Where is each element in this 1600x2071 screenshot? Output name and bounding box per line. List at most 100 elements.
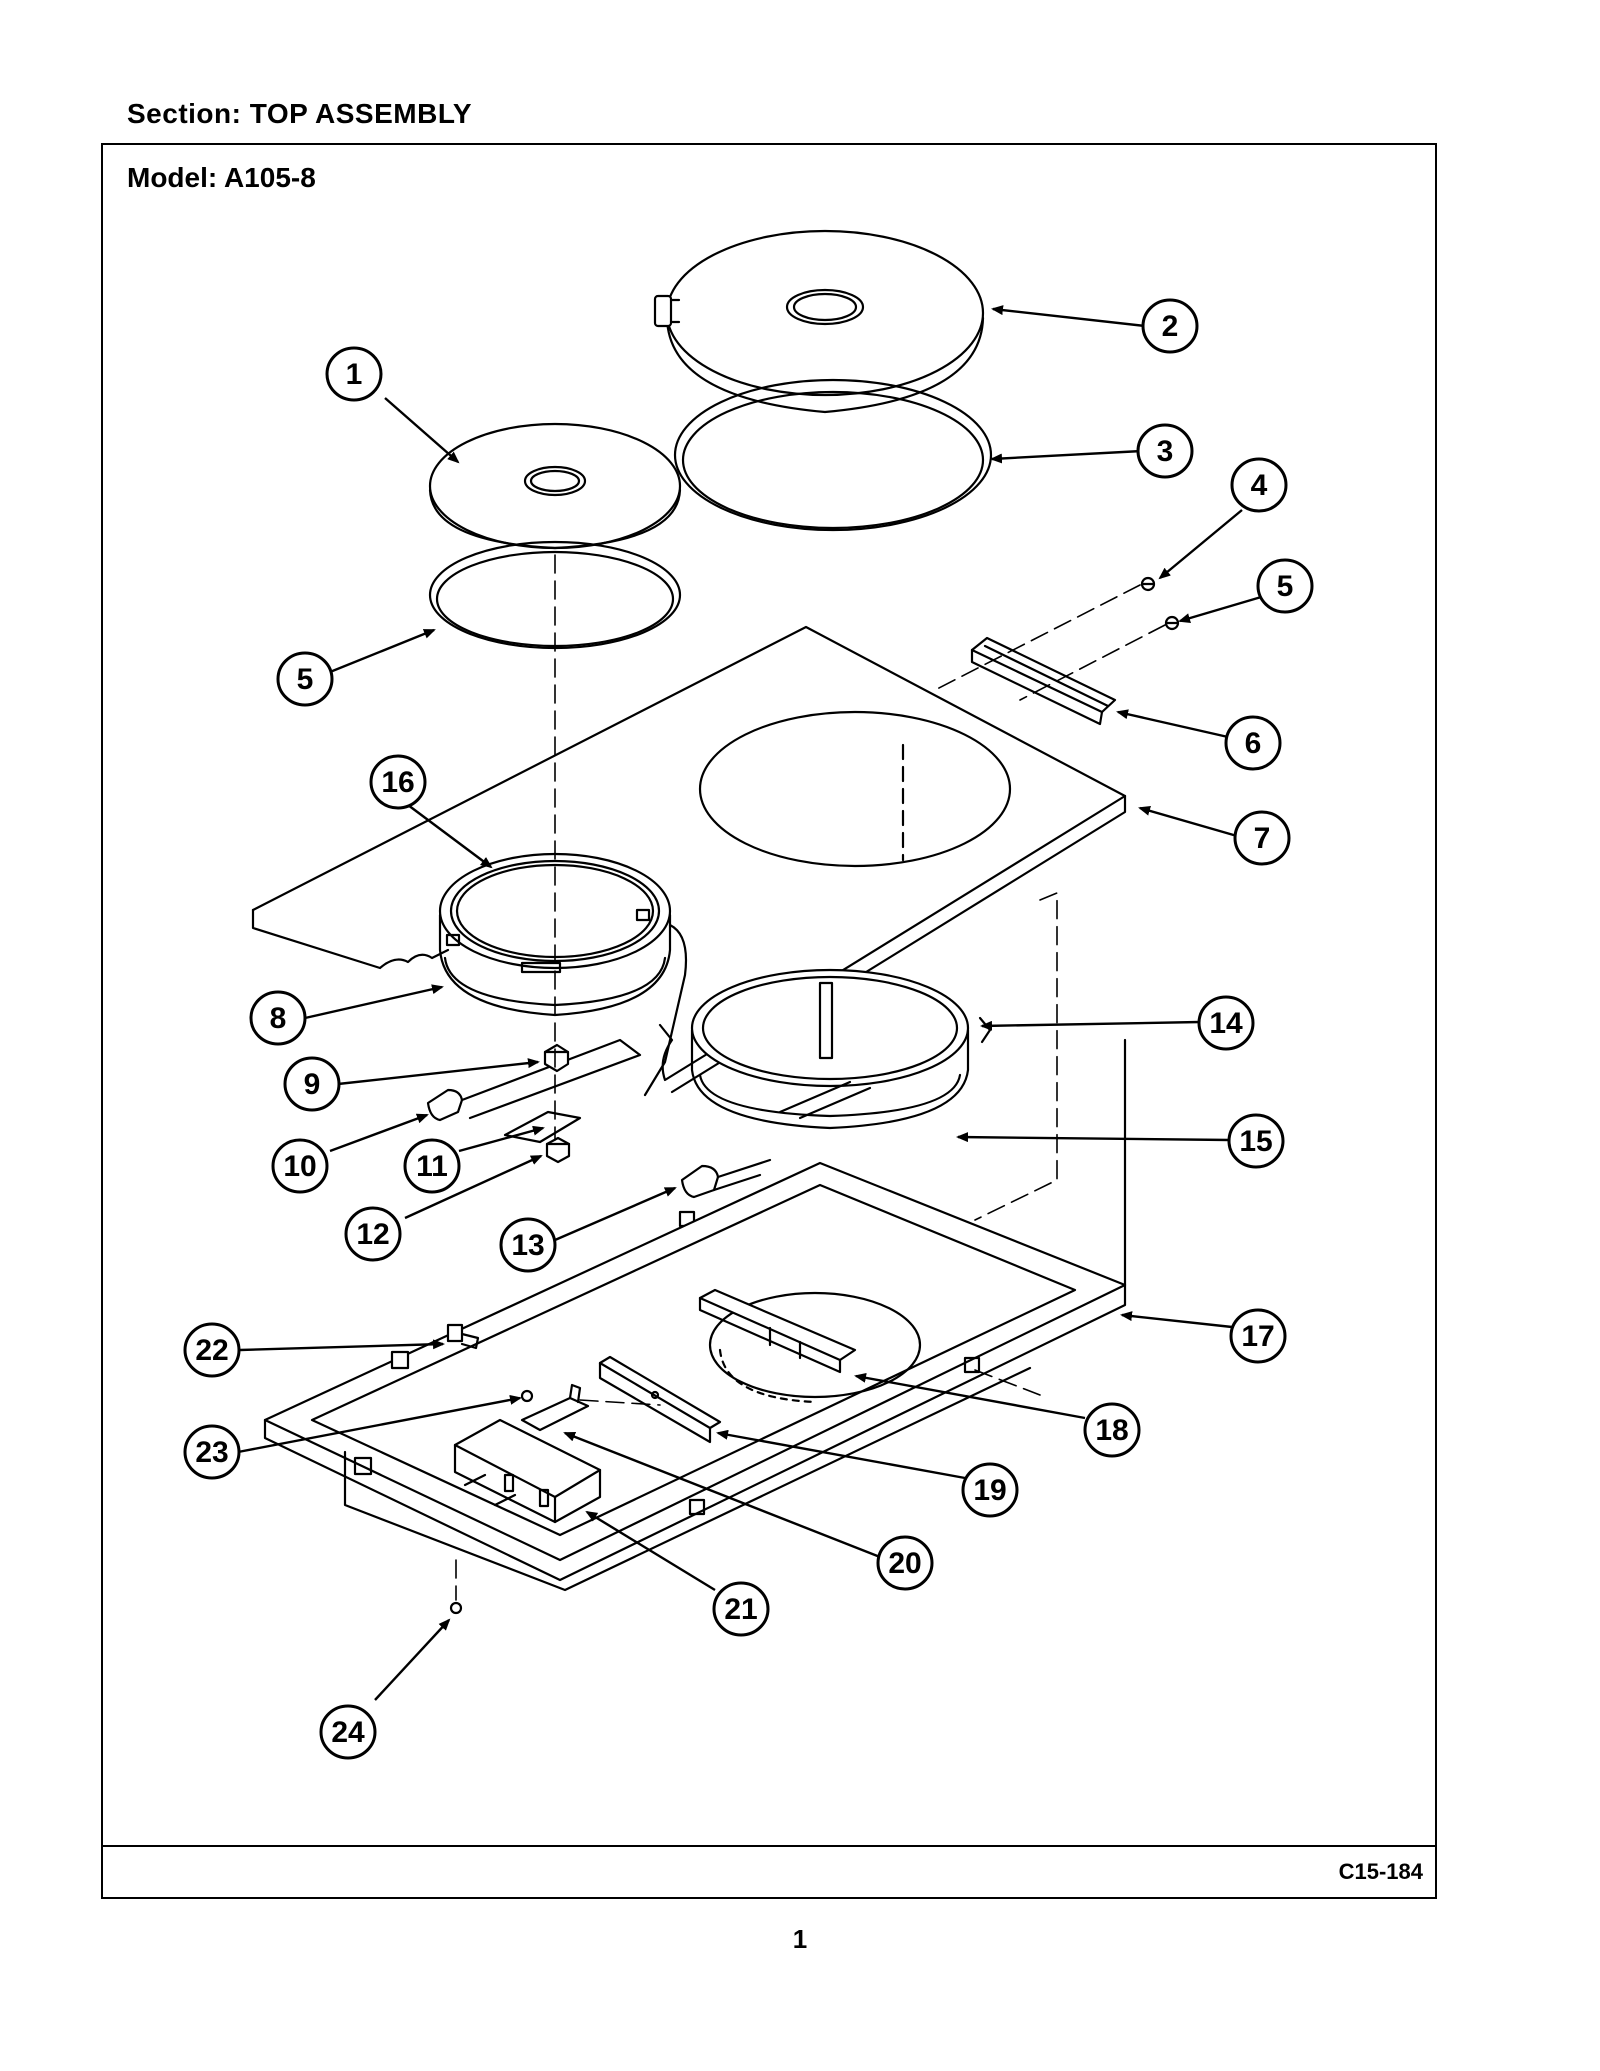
callout-number: 16 [381, 766, 414, 799]
heat-shield [598, 1355, 722, 1444]
callout-14: 14 [1197, 995, 1255, 1051]
nut-upper [543, 1043, 570, 1073]
callout-circle [1197, 995, 1255, 1051]
element-brace [698, 1288, 857, 1374]
clip-left [390, 1323, 480, 1370]
screw-rear [1164, 615, 1180, 631]
callout-circle [1136, 423, 1194, 479]
callout-7: 7 [1233, 810, 1291, 866]
callout-12: 12 [344, 1206, 402, 1262]
rear-trim-strip [970, 636, 1117, 726]
callout-8: 8 [249, 990, 307, 1046]
callout-circle [1229, 1308, 1287, 1364]
callout-22: 22 [183, 1322, 241, 1378]
drip-bowl-ring-large [690, 968, 992, 1088]
callout-9: 9 [283, 1056, 341, 1112]
footer-divider [103, 1845, 1435, 1847]
callout-circle [271, 1138, 329, 1194]
callout-circle [369, 754, 427, 810]
callout-number: 19 [973, 1474, 1006, 1507]
callout-6: 6 [1224, 715, 1282, 771]
drawing-code: C15-184 [1338, 1859, 1423, 1884]
callout-circle [344, 1206, 402, 1262]
callout-circle [183, 1322, 241, 1378]
assembly-lines [455, 554, 1166, 1601]
callout-21: 21 [712, 1581, 770, 1637]
callout-circle [1233, 810, 1291, 866]
callout-number: 24 [331, 1716, 365, 1749]
section-title: Section: TOP ASSEMBLY [127, 98, 473, 129]
callout-number: 17 [1241, 1320, 1274, 1353]
callout-circle [499, 1217, 557, 1273]
callout-number: 23 [195, 1436, 228, 1469]
trim-ring-large [673, 378, 993, 532]
callout-2: 2 [1141, 298, 1199, 354]
callout-11: 11 [403, 1138, 461, 1194]
hinge-right [678, 1158, 772, 1228]
callout-13: 13 [499, 1217, 557, 1273]
callout-number: 6 [1245, 727, 1262, 760]
callout-number: 15 [1239, 1125, 1272, 1158]
callout-circle [1230, 457, 1288, 513]
callout-circle [876, 1535, 934, 1591]
callout-1: 1 [325, 346, 383, 402]
callout-5: 5 [1256, 558, 1314, 614]
callout-18: 18 [1083, 1402, 1141, 1458]
screw-bottom [449, 1601, 463, 1615]
callout-10: 10 [271, 1138, 329, 1194]
callout-5: 5 [276, 651, 334, 707]
callout-number: 14 [1209, 1007, 1243, 1040]
terminal-block [453, 1418, 602, 1524]
callout-circle [276, 651, 334, 707]
callout-number: 5 [297, 663, 314, 696]
callout-circle [319, 1704, 377, 1760]
callout-circle [403, 1138, 461, 1194]
callout-number: 20 [888, 1547, 921, 1580]
callout-number: 2 [1162, 310, 1179, 343]
nut-lower [545, 1136, 571, 1164]
callout-number: 18 [1095, 1414, 1128, 1447]
screw-rear-top [1140, 576, 1156, 592]
callout-number: 9 [304, 1068, 321, 1101]
callout-circle [183, 1424, 241, 1480]
callout-24: 24 [319, 1704, 377, 1760]
surface-element-large [653, 229, 985, 414]
drawing-frame: Model: A105-8 C15-184 [101, 143, 1437, 1899]
leader-lines [237, 305, 1269, 1701]
burner-box [263, 1038, 1127, 1592]
callout-number: 21 [724, 1593, 757, 1626]
callout-3: 3 [1136, 423, 1194, 479]
callout-number: 13 [511, 1229, 544, 1262]
callout-circle [1141, 298, 1199, 354]
callout-circle [1083, 1402, 1141, 1458]
callout-4: 4 [1230, 457, 1288, 513]
hinge-left [426, 1038, 642, 1122]
element-support-large [690, 1028, 970, 1130]
callout-number: 5 [1277, 570, 1294, 603]
callout-23: 23 [183, 1424, 241, 1480]
callout-number: 1 [346, 358, 363, 391]
callout-number: 3 [1157, 435, 1174, 468]
callout-number: 11 [416, 1150, 448, 1183]
screw-front [520, 1389, 534, 1403]
callout-20: 20 [876, 1535, 934, 1591]
callout-number: 4 [1251, 469, 1268, 502]
callout-circle [325, 346, 383, 402]
callout-circle [1224, 715, 1282, 771]
callout-circle [961, 1462, 1019, 1518]
callout-circle [1256, 558, 1314, 614]
callout-number: 12 [356, 1218, 389, 1251]
terminal-bracket [520, 1383, 590, 1432]
callout-15: 15 [1227, 1113, 1285, 1169]
callout-number: 22 [195, 1334, 228, 1367]
callout-circle [283, 1056, 341, 1112]
model-label: Model: A105-8 [127, 162, 316, 193]
callout-number: 7 [1254, 822, 1271, 855]
callout-16: 16 [369, 754, 427, 810]
callout-number: 8 [270, 1002, 287, 1035]
callout-19: 19 [961, 1462, 1019, 1518]
callout-number: 10 [283, 1150, 316, 1183]
page-number: 1 [792, 1924, 808, 1954]
